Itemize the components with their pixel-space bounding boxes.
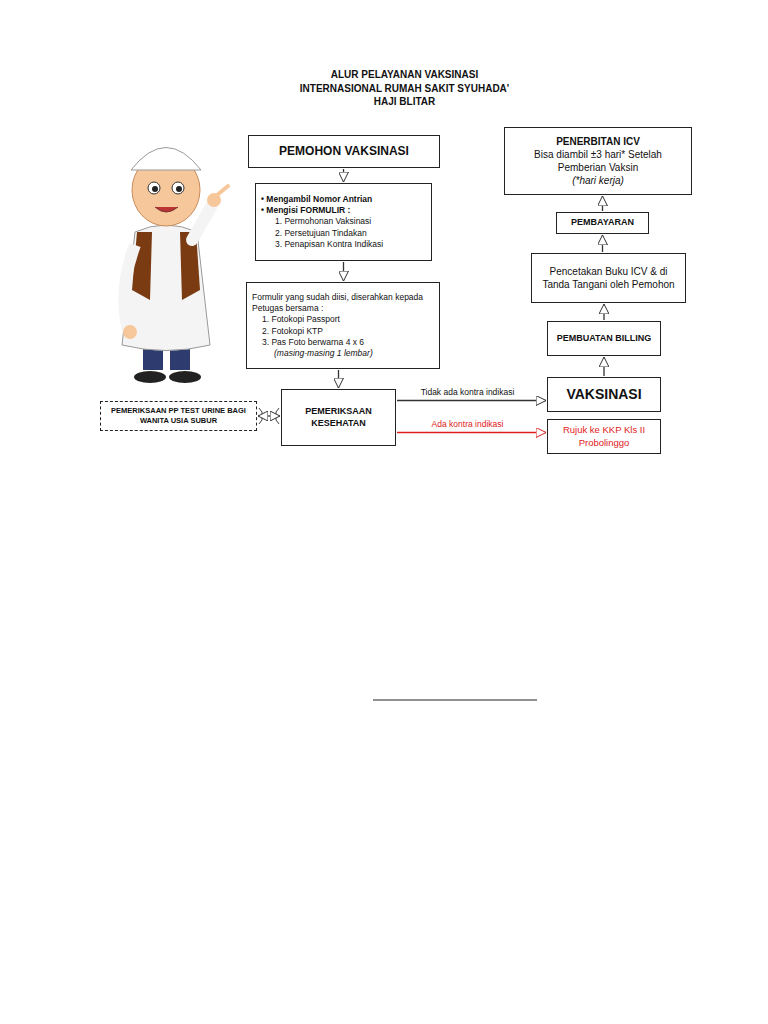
- edge-label: Ada kontra indikasi: [430, 419, 506, 429]
- node-text: Formulir yang sudah diisi, diserahkan ke…: [252, 292, 434, 314]
- bracket: [259, 408, 279, 424]
- node-text: • Mengambil Nomor Antrian: [261, 194, 426, 205]
- signature-line: [373, 700, 537, 701]
- process-box: • Mengambil Nomor Antrian• Mengisi FORMU…: [255, 183, 432, 261]
- boy-figure: [122, 148, 228, 384]
- flow-arrow: [603, 357, 604, 376]
- node-text: PEMOHON VAKSINASI: [254, 144, 434, 160]
- process-box: PEMOHON VAKSINASI: [248, 135, 440, 168]
- node-text: 3. Penapisan Kontra Indikasi: [261, 239, 426, 250]
- flow-arrow: [343, 169, 344, 182]
- title: ALUR PELAYANAN VAKSINASI INTERNASIONAL R…: [297, 68, 512, 109]
- flow-arrow: [397, 400, 546, 401]
- node-text: PEMERIKSAAN KESEHATAN: [287, 406, 390, 429]
- flow-arrow: [602, 235, 603, 252]
- node-text: 3. Pas Foto berwarna 4 x 6: [252, 337, 434, 348]
- process-box: Rujuk ke KKP Kls II Probolinggo: [547, 419, 661, 454]
- edge-label: Tidak ada kontra indikasi: [419, 387, 517, 397]
- process-box: PEMBAYARAN: [556, 212, 649, 234]
- process-box: Pencetakan Buku ICV & di Tanda Tangani o…: [531, 253, 686, 303]
- flow-arrow: [258, 415, 280, 416]
- process-box: PEMBUATAN BILLING: [547, 321, 661, 356]
- node-text: • Mengisi FORMULIR :: [261, 205, 426, 216]
- node-text: PEMBUATAN BILLING: [553, 333, 655, 345]
- node-text: Bisa diambil ±3 hari* Setelah Pemberian …: [510, 148, 686, 174]
- flow-arrow: [338, 370, 339, 388]
- process-box: PEMERIKSAAN PP TEST URINE BAGI WANITA US…: [100, 401, 257, 431]
- flow-arrow: [397, 432, 546, 433]
- flow-arrow: [602, 196, 603, 211]
- node-text: PEMBAYARAN: [562, 217, 643, 229]
- flow-arrow: [343, 262, 344, 281]
- node-text: 1. Fotokopi Passport: [252, 314, 434, 325]
- node-text: 2. Fotokopi KTP: [252, 326, 434, 337]
- node-text: 2. Persetujuan Tindakan: [261, 228, 426, 239]
- node-text: PENERBITAN ICV: [510, 135, 686, 148]
- node-text: Rujuk ke KKP Kls II Probolinggo: [553, 424, 655, 449]
- process-box: Formulir yang sudah diisi, diserahkan ke…: [246, 282, 440, 369]
- process-box: PEMERIKSAAN KESEHATAN: [281, 389, 396, 446]
- node-text: (masing-masing 1 lembar): [252, 348, 434, 359]
- node-text: VAKSINASI: [553, 385, 655, 403]
- node-text: PEMERIKSAAN PP TEST URINE BAGI WANITA US…: [106, 406, 251, 426]
- node-text: (*hari kerja): [510, 174, 686, 187]
- process-box: VAKSINASI: [547, 377, 661, 412]
- node-text: 1. Permohonan Vaksinasi: [261, 216, 426, 227]
- node-text: Pencetakan Buku ICV & di Tanda Tangani o…: [537, 265, 680, 291]
- process-box: PENERBITAN ICVBisa diambil ±3 hari* Sete…: [504, 127, 692, 195]
- flow-arrow: [603, 304, 604, 320]
